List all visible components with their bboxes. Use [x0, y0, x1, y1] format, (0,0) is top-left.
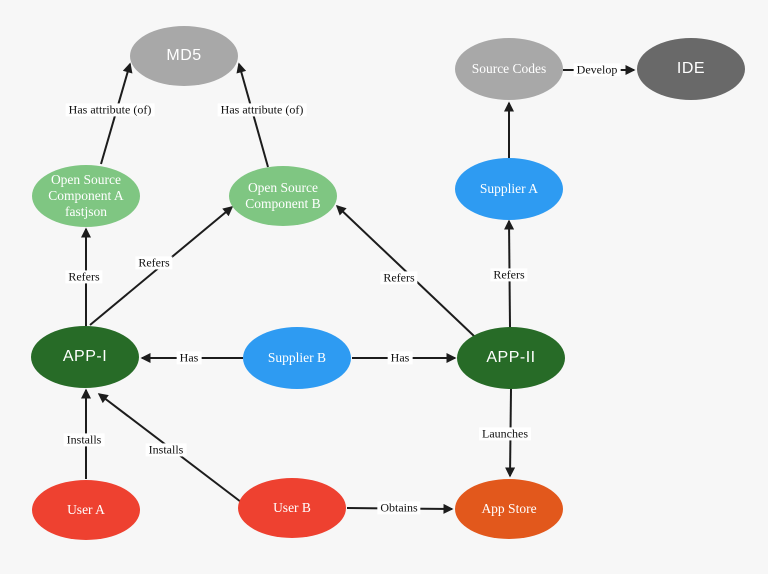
node-app-1: APP-I [31, 326, 139, 388]
node-user-b: User B [238, 478, 346, 538]
edge-label-app1-to-osca: Refers [65, 270, 103, 284]
node-source-codes: Source Codes [455, 38, 563, 100]
node-label-line: User A [67, 502, 105, 518]
edge-label-app2-to-suppliera: Refers [490, 268, 528, 282]
edge-label-osca-to-md5: Has attribute (of) [65, 103, 155, 117]
node-label-line: APP-I [62, 347, 108, 365]
node-label-line: MD5 [166, 46, 202, 64]
node-supplier-b: Supplier B [243, 327, 351, 389]
edge-label-oscb-to-md5: Has attribute (of) [217, 103, 307, 117]
node-label-line: IDE [676, 59, 706, 77]
node-label-line: Open Source [50, 172, 122, 188]
node-user-a: User A [32, 480, 140, 540]
node-supplier-a: Supplier A [455, 158, 563, 220]
edge-label-userb-to-appstore: Obtains [377, 501, 421, 515]
edge-label-supplierb-to-app1: Has [176, 351, 202, 365]
edge-label-app2-to-oscb: Refers [380, 271, 418, 285]
node-label-line: Component B [245, 196, 321, 211]
node-label-line: App Store [481, 501, 537, 517]
edge-label-usera-to-app1: Installs [63, 433, 105, 447]
node-label-line: Source Codes [471, 61, 547, 77]
edge-label-app1-to-oscb: Refers [135, 256, 173, 270]
edge-app2-to-oscb [335, 204, 475, 337]
node-label-line: APP-II [486, 348, 536, 366]
node-label-line: Component A [48, 188, 124, 204]
edge-label-userb-to-app1: Installs [145, 443, 187, 457]
edge-label-app2-to-appstore: Launches [479, 427, 531, 441]
node-label-line: User B [273, 500, 311, 516]
node-label-line: Supplier B [267, 350, 327, 366]
edge-label-sourcecodes-to-ide: Develop [573, 63, 621, 77]
node-label-line: fastjson [65, 203, 107, 219]
node-ide: IDE [637, 38, 745, 100]
node-app-2: APP-II [457, 327, 565, 389]
node-label-line: Supplier A [479, 181, 539, 197]
node-label-line: Open Source [247, 180, 319, 196]
node-md5: MD5 [130, 26, 238, 86]
edge-label-supplierb-to-app2: Has [387, 351, 413, 365]
node-app-store: App Store [455, 479, 563, 539]
